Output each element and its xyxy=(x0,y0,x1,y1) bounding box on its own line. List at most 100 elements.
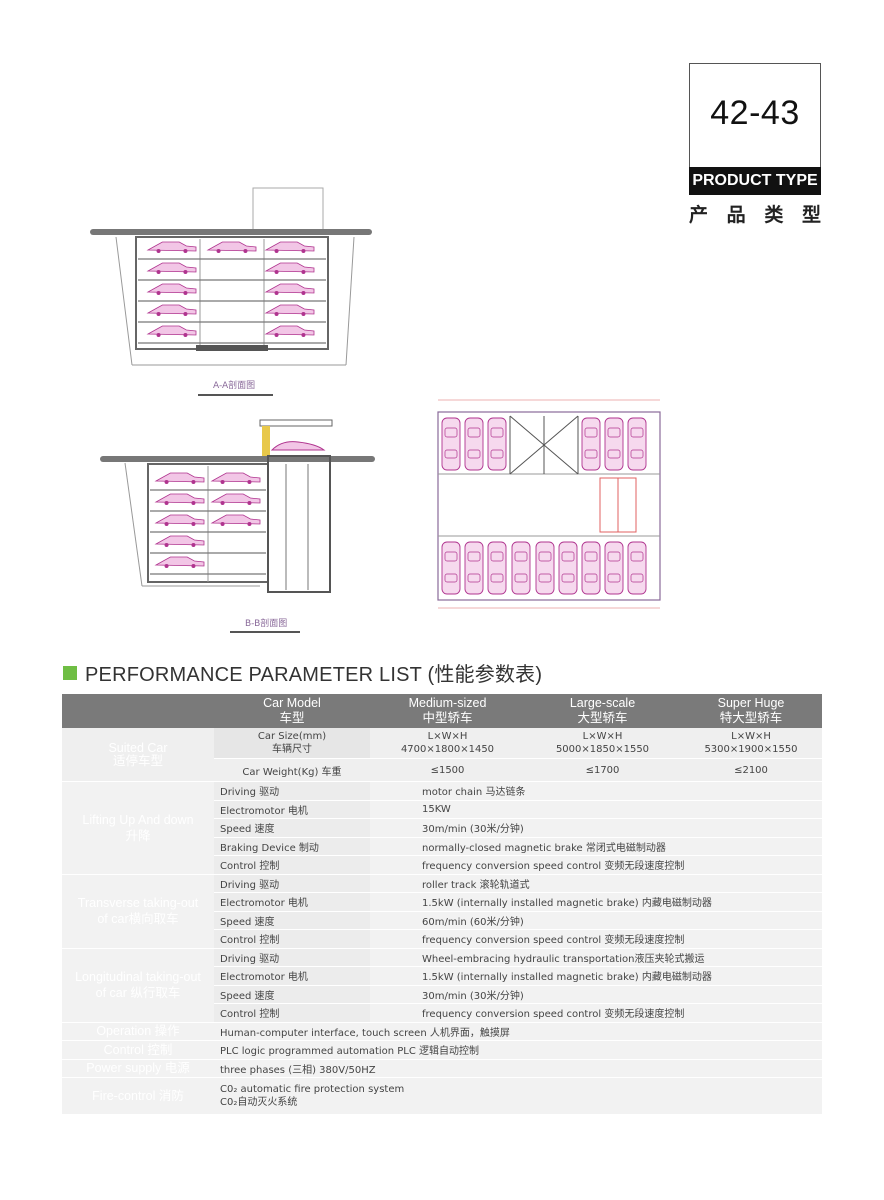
param-key: Speed 速度 xyxy=(214,818,370,838)
performance-title: PERFORMANCE PARAMETER LIST xyxy=(85,664,422,686)
car-icon xyxy=(264,304,315,315)
param-key: Driving 驱动 xyxy=(214,781,370,801)
medium-weight: ≤1500 xyxy=(370,758,525,782)
product-type-cn-char: 品 xyxy=(726,205,746,226)
table-row: Speed 速度 60m/min (60米/分钟) xyxy=(62,911,822,930)
page-number: 42-43 xyxy=(710,94,800,132)
param-key: Control 控制 xyxy=(214,929,370,949)
car-top-icon xyxy=(464,417,484,471)
table-row: Car Weight(Kg) 车重 ≤1500 ≤1700 ≤2100 xyxy=(62,758,822,782)
table-row: Electromotor 电机 1.5kW (internally instal… xyxy=(62,966,822,986)
car-top-icon xyxy=(604,417,624,471)
car-icon xyxy=(154,535,205,546)
power-value: three phases (三相) 380V/50HZ xyxy=(214,1059,822,1078)
table-row: Speed 速度 30m/min (30米/分钟) xyxy=(62,985,822,1004)
section-bb-drawing: B-B剖面图 xyxy=(100,419,375,633)
table-row: Power supply 电源 three phases (三相) 380V/5… xyxy=(62,1059,822,1078)
param-value: 1.5kW (internally installed magnetic bra… xyxy=(370,892,822,912)
fire-label: Fire-control 消防 xyxy=(62,1077,214,1115)
param-key: Electromotor 电机 xyxy=(214,966,370,986)
product-type-label: PRODUCT TYPE xyxy=(689,167,821,195)
car-icon xyxy=(264,325,315,336)
performance-title-cn: (性能参数表) xyxy=(427,664,543,686)
param-value: frequency conversion speed control 变频无段速… xyxy=(370,1003,822,1023)
control-label: Control 控制 xyxy=(62,1040,214,1060)
car-icon xyxy=(146,283,197,294)
large-weight: ≤1700 xyxy=(525,758,680,782)
product-type-cn-char: 类 xyxy=(764,205,784,226)
plan-drawing xyxy=(437,399,661,609)
car-icon xyxy=(264,241,315,252)
param-value: 15KW xyxy=(370,800,822,819)
param-key: Control 控制 xyxy=(214,1003,370,1023)
param-value: frequency conversion speed control 变频无段速… xyxy=(370,855,822,875)
param-value: 30m/min (30米/分钟) xyxy=(370,818,822,838)
huge-weight: ≤2100 xyxy=(680,758,822,782)
car-icon xyxy=(154,514,205,525)
control-value: PLC logic programmed automation PLC 逻辑自动… xyxy=(214,1040,822,1060)
car-icon xyxy=(264,283,315,294)
car-icon xyxy=(146,304,197,315)
table-row: Control 控制 frequency conversion speed co… xyxy=(62,855,822,875)
car-top-icon xyxy=(558,541,578,595)
table-row: Braking Device 制动 normally-closed magnet… xyxy=(62,837,822,856)
param-key: Braking Device 制动 xyxy=(214,837,370,856)
car-icon xyxy=(210,493,261,504)
section-bb-caption: B-B剖面图 xyxy=(245,617,287,629)
car-icon xyxy=(154,493,205,504)
param-value: 30m/min (30米/分钟) xyxy=(370,985,822,1004)
car-weight-label: Car Weight(Kg) 车重 xyxy=(214,758,370,782)
car-top-icon xyxy=(581,541,601,595)
power-label: Power supply 电源 xyxy=(62,1059,214,1078)
param-key: Electromotor 电机 xyxy=(214,892,370,912)
car-top-icon xyxy=(441,541,461,595)
car-icon xyxy=(210,472,261,483)
car-top-icon xyxy=(487,417,507,471)
param-key: Driving 驱动 xyxy=(214,948,370,967)
car-top-icon xyxy=(441,417,461,471)
car-icon xyxy=(146,325,197,336)
car-top-icon xyxy=(487,541,507,595)
car-icon xyxy=(210,514,261,525)
param-value: 60m/min (60米/分钟) xyxy=(370,911,822,930)
car-icon xyxy=(146,262,197,273)
product-type-cn-char: 产 xyxy=(689,205,709,226)
section-aa-drawing: A-A剖面图 xyxy=(90,187,372,396)
product-type-cn-char: 型 xyxy=(801,205,821,226)
car-icon xyxy=(154,472,205,483)
param-key: Electromotor 电机 xyxy=(214,800,370,819)
car-icon xyxy=(206,241,257,252)
table-row: Electromotor 电机 1.5kW (internally instal… xyxy=(62,892,822,912)
param-value: normally-closed magnetic brake 常闭式电磁制动器 xyxy=(370,837,822,856)
table-row: Control 控制 frequency conversion speed co… xyxy=(62,1003,822,1023)
table-row: Electromotor 电机 15KW xyxy=(62,800,822,819)
car-icon xyxy=(154,556,205,567)
car-icon xyxy=(146,241,197,252)
car-top-icon xyxy=(627,541,647,595)
table-row: Speed 速度 30m/min (30米/分钟) xyxy=(62,818,822,838)
table-row: Control 控制 PLC logic programmed automati… xyxy=(62,1040,822,1060)
car-top-icon xyxy=(627,417,647,471)
param-value: motor chain 马达链条 xyxy=(370,781,822,801)
green-square-icon xyxy=(63,665,77,680)
operation-label: Operation 操作 xyxy=(62,1022,214,1041)
param-value: 1.5kW (internally installed magnetic bra… xyxy=(370,966,822,986)
param-key: Speed 速度 xyxy=(214,911,370,930)
section-aa-caption: A-A剖面图 xyxy=(213,379,255,391)
table-row: Fire-control 消防 C0₂ automatic fire prote… xyxy=(62,1077,822,1115)
